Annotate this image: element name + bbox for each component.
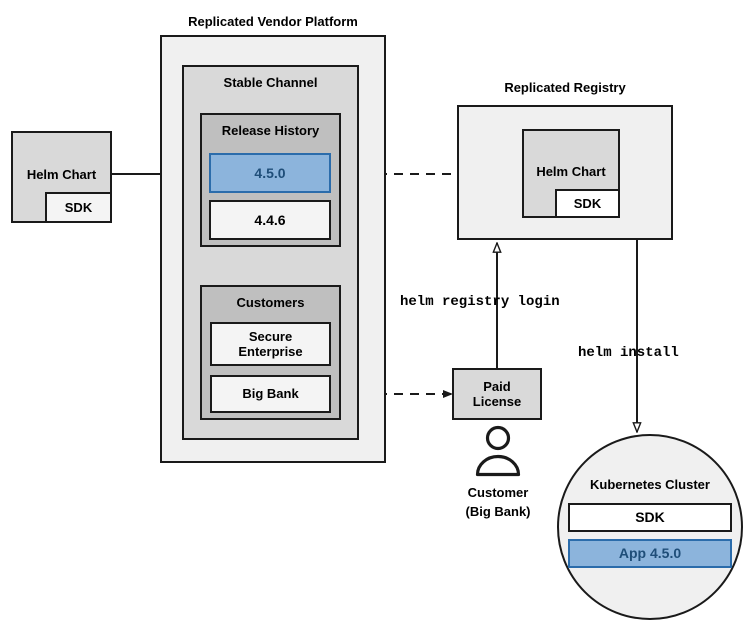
customers-label: Customers bbox=[236, 295, 305, 310]
cmd-helm-install: helm install bbox=[578, 345, 679, 361]
cluster-item-app: App 4.5.0 bbox=[568, 539, 732, 568]
registry-helm-chart-label: Helm Chart bbox=[536, 164, 606, 179]
release-history-label: Release History bbox=[221, 123, 320, 138]
cmd-helm-registry-login: helm registry login bbox=[400, 294, 560, 310]
release-item-4-5-0-label: 4.5.0 bbox=[254, 164, 286, 181]
kubernetes-cluster-label: Kubernetes Cluster bbox=[590, 477, 710, 492]
source-helm-chart-label: Helm Chart bbox=[26, 167, 97, 182]
customer-item-secure-enterprise-label: Secure Enterprise bbox=[238, 328, 303, 359]
vendor-platform-caption: Replicated Vendor Platform bbox=[188, 14, 358, 29]
registry-caption: Replicated Registry bbox=[504, 80, 626, 95]
cluster-item-sdk: SDK bbox=[568, 503, 732, 532]
customer-item-secure-enterprise[interactable]: Secure Enterprise bbox=[210, 322, 331, 366]
release-item-4-4-6-label: 4.4.6 bbox=[254, 211, 286, 228]
cluster-item-sdk-label: SDK bbox=[635, 509, 665, 526]
paid-license-label: Paid License bbox=[472, 378, 522, 409]
source-sdk-label: SDK bbox=[64, 199, 93, 215]
customer-person-icon bbox=[475, 425, 521, 477]
release-item-4-4-6[interactable]: 4.4.6 bbox=[209, 200, 331, 240]
registry-sdk-box: SDK bbox=[555, 189, 620, 218]
customer-actor-label: Customer (Big Bank) bbox=[465, 485, 531, 519]
registry-sdk-label: SDK bbox=[573, 195, 602, 211]
source-sdk-box: SDK bbox=[45, 192, 112, 223]
stable-channel-label: Stable Channel bbox=[223, 75, 318, 90]
cluster-item-app-label: App 4.5.0 bbox=[618, 545, 682, 562]
customer-item-big-bank[interactable]: Big Bank bbox=[210, 375, 331, 413]
customer-item-big-bank-label: Big Bank bbox=[242, 386, 299, 402]
paid-license-box: Paid License bbox=[452, 368, 542, 420]
release-item-4-5-0[interactable]: 4.5.0 bbox=[209, 153, 331, 193]
